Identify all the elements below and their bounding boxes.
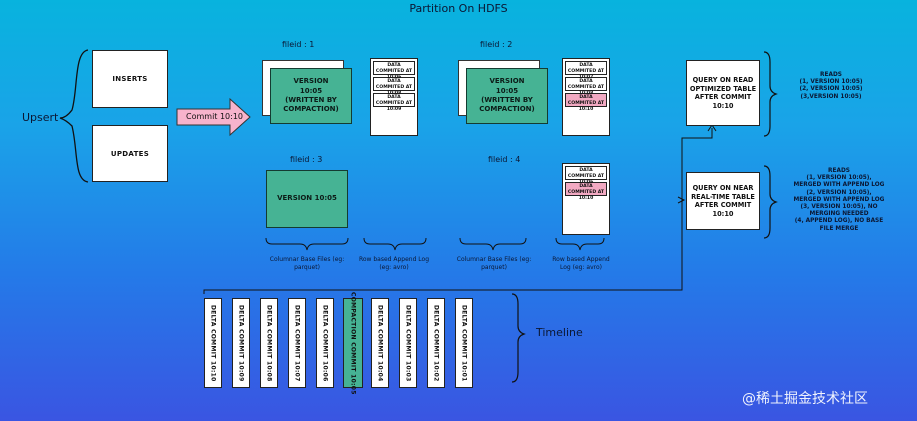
fileid-4-label: fileid : 4	[488, 155, 521, 164]
timeline-label: Timeline	[536, 326, 583, 339]
log-entry: DATA COMMITED AT 10:08	[565, 77, 607, 96]
log-entry: DATA COMMITED AT 10:08	[373, 77, 415, 96]
brace-columnar-1	[265, 237, 349, 251]
brace-columnar-2	[459, 237, 527, 251]
timeline-commit: DELTA COMMIT 10:03	[399, 298, 417, 388]
query-ro-line	[681, 128, 713, 200]
query-read-optimized-text: QUERY ON READ OPTIMIZED TABLE AFTER COMM…	[689, 76, 757, 110]
file2-append-log: DATA COMMITED AT 10:07 DATA COMMITED AT …	[562, 58, 610, 136]
caption-row-2: Row based Append Log (eg: avro)	[552, 256, 610, 271]
file1-base-text: VERSION 10:05 (WRITTEN BY COMPACTION)	[283, 77, 339, 114]
reads-line: (4, APPEND LOG), NO BASE	[794, 218, 884, 225]
watermark: @稀土掘金技术社区	[742, 391, 868, 407]
log-entry-new: DATA COMMITED AT 10:10	[565, 93, 607, 112]
reads-line: READS	[820, 72, 842, 78]
reads-line: (3, VERSION 10:05), NO	[800, 204, 878, 211]
reads-line: MERGED WITH APPEND LOG	[793, 196, 885, 203]
log-entry: DATA COMMITED AT 10:09	[373, 93, 415, 112]
file2-base-file: VERSION 10:05 (WRITTEN BY COMPACTION)	[466, 68, 548, 124]
brace-row-2	[555, 237, 605, 251]
timeline-brace	[511, 293, 526, 383]
upsert-label: Upsert	[22, 111, 59, 124]
file4-append-log: DATA COMMITED AT 10:06 DATA COMMITED AT …	[562, 163, 610, 235]
query-rt-arrow-head	[677, 196, 686, 204]
reads-rt-brace	[763, 165, 778, 239]
file3-base-file: VERSION 10:05	[266, 170, 348, 228]
timeline-commit: DELTA COMMIT 10:04	[371, 298, 389, 388]
reads-line: MERGED WITH APPEND LOG	[793, 182, 885, 189]
timeline-to-query-line	[203, 199, 684, 294]
log-entry: DATA COMMITED AT 10:06	[373, 61, 415, 80]
caption-columnar-1: Columnar Base Files (eg: parquet)	[269, 256, 345, 271]
reads-line: FILE MERGE	[819, 225, 859, 232]
brace-row-1	[363, 237, 427, 251]
query-real-time-text: QUERY ON NEAR REAL-TIME TABLE AFTER COMM…	[691, 184, 755, 218]
reads-line: MERGING NEEDED	[809, 211, 869, 218]
caption-row-1: Row based Append Log (eg: avro)	[358, 256, 430, 271]
log-entry-new: DATA COMMITED AT 10:10	[565, 182, 607, 201]
fileid-1-label: fileid : 1	[282, 40, 315, 49]
reads-line: (1, VERSION 10:05),	[806, 175, 872, 182]
file1-append-log: DATA COMMITED AT 10:06 DATA COMMITED AT …	[370, 58, 418, 136]
timeline-commit: DELTA COMMIT 10:10	[204, 298, 222, 388]
commit-arrow-label: Commit 10:10	[186, 112, 244, 121]
timeline-commit: DELTA COMMIT 10:01	[455, 298, 473, 388]
diagram-title: Partition On HDFS	[409, 2, 508, 15]
reads-line: READS	[828, 168, 850, 174]
reads-real-time: READS (1, VERSION 10:05), MERGED WITH AP…	[776, 168, 902, 233]
file2-base-text: VERSION 10:05 (WRITTEN BY COMPACTION)	[479, 77, 535, 114]
reads-line: (1, VERSION 10:05)	[799, 79, 863, 86]
caption-columnar-2: Columnar Base Files (eg: parquet)	[456, 256, 532, 271]
upsert-brace	[59, 49, 89, 183]
file1-base-file: VERSION 10:05 (WRITTEN BY COMPACTION)	[270, 68, 352, 124]
log-entry: DATA COMMITED AT 10:06	[565, 166, 607, 185]
timeline-compaction-commit: COMPACTION COMMIT 10:05	[343, 292, 363, 394]
reads-line: (3,VERSION 10:05)	[800, 93, 862, 100]
timeline-commit: DELTA COMMIT 10:06	[316, 298, 334, 388]
reads-line: (2, VERSION 10:05)	[799, 86, 863, 93]
query-real-time-box: QUERY ON NEAR REAL-TIME TABLE AFTER COMM…	[686, 172, 760, 230]
reads-read-optimized: READS (1, VERSION 10:05) (2, VERSION 10:…	[776, 72, 886, 101]
updates-box: UPDATES	[92, 125, 168, 182]
timeline-commit: DELTA COMMIT 10:09	[232, 298, 250, 388]
inserts-box: INSERTS	[92, 50, 168, 108]
timeline-commit: DELTA COMMIT 10:08	[260, 298, 278, 388]
log-entry: DATA COMMITED AT 10:07	[565, 61, 607, 80]
query-read-optimized-box: QUERY ON READ OPTIMIZED TABLE AFTER COMM…	[686, 60, 760, 126]
timeline-commit: DELTA COMMIT 10:07	[288, 298, 306, 388]
timeline-commit: DELTA COMMIT 10:02	[427, 298, 445, 388]
reads-line: (2, VERSION 10:05),	[806, 189, 872, 196]
commit-arrow	[176, 97, 251, 137]
fileid-2-label: fileid : 2	[480, 40, 513, 49]
fileid-3-label: fileid : 3	[290, 155, 323, 164]
reads-ro-brace	[763, 51, 778, 137]
